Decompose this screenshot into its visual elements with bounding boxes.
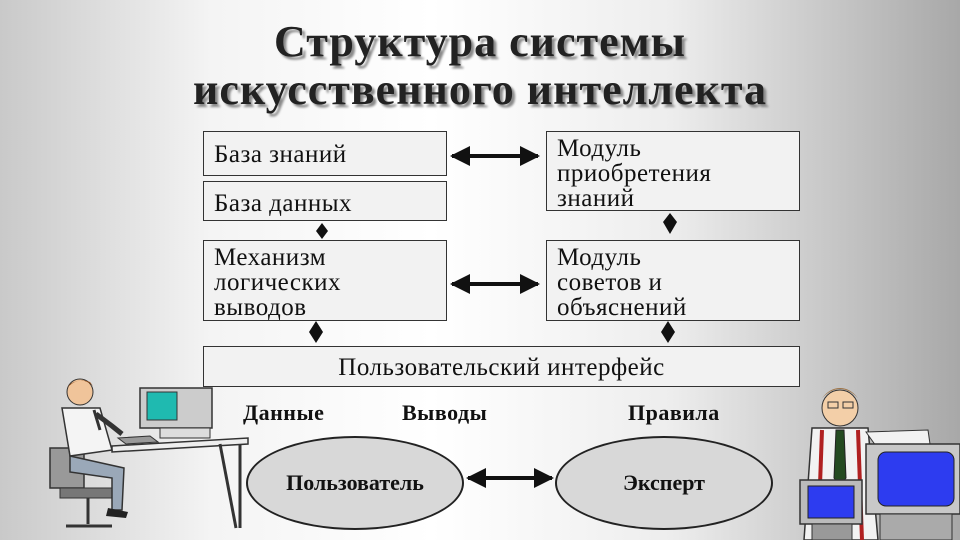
database-label: База данных [214, 191, 436, 216]
label-rules: Правила [628, 400, 720, 426]
diamond-db-inference [316, 223, 328, 239]
expert-ellipse: Эксперт [555, 436, 773, 530]
diamond-acq-advice [663, 213, 677, 234]
user-interface-label: Пользовательский интерфейс [214, 355, 789, 380]
diamond-advice-ui [661, 321, 675, 343]
knowledge-base-box: База знаний [203, 131, 447, 176]
user-ellipse: Пользователь [246, 436, 464, 530]
advice-line-3: объяснений [557, 295, 789, 320]
expert-ellipse-label: Эксперт [623, 470, 705, 496]
inference-line-3: выводов [214, 295, 436, 320]
user-ellipse-label: Пользователь [286, 470, 424, 496]
knowledge-base-label: База знаний [214, 142, 436, 167]
acquisition-box: Модуль приобретения знаний [546, 131, 800, 211]
advice-line-1: Модуль [557, 245, 789, 270]
acquisition-line-3: знаний [557, 186, 789, 211]
inference-line-2: логических [214, 270, 436, 295]
label-data: Данные [243, 400, 324, 426]
inference-box: Механизм логических выводов [203, 240, 447, 321]
label-conclusions: Выводы [402, 400, 487, 426]
acquisition-line-2: приобретения [557, 161, 789, 186]
user-interface-box: Пользовательский интерфейс [203, 346, 800, 387]
advice-line-2: советов и [557, 270, 789, 295]
acquisition-line-1: Модуль [557, 136, 789, 161]
database-box: База данных [203, 181, 447, 221]
advice-box: Модуль советов и объяснений [546, 240, 800, 321]
inference-line-1: Механизм [214, 245, 436, 270]
diamond-inference-ui [309, 321, 323, 343]
